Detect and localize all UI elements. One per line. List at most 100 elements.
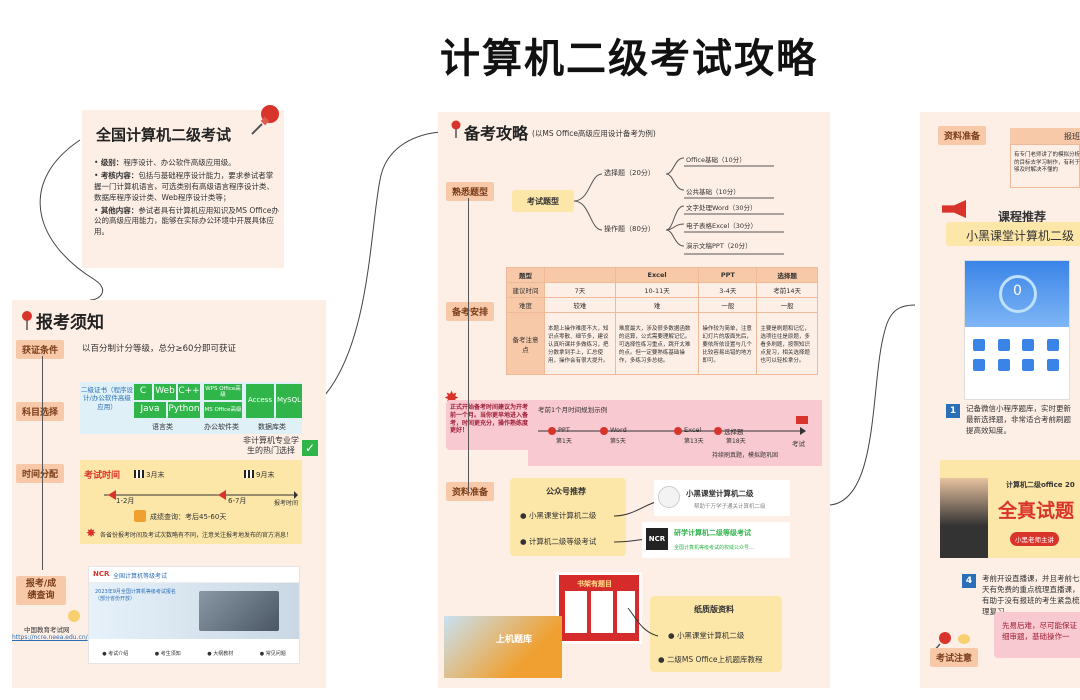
promo-title: 计算机二级office 20: [1006, 481, 1075, 489]
score-query: 成绩查询：考后45-60天: [150, 513, 227, 521]
subject-wps: WPS Office高级: [204, 384, 242, 400]
book-cover: [591, 591, 613, 633]
book-cover: [565, 591, 587, 633]
paper-item: ● 小黑课堂计算机二级: [668, 631, 745, 640]
subject-c: C: [134, 384, 152, 400]
site-screenshot: NCR 全国计算机等级考试 2023年9月全国计算机等级考试报名（部分省份开放）…: [88, 566, 300, 664]
table-header: 题型: [506, 267, 545, 283]
app-grid-icon[interactable]: [997, 339, 1010, 351]
schedule-tag: 备考安排: [446, 302, 495, 321]
choice-item: 公共基础（10分）: [686, 188, 740, 196]
step4-text: 考前开设直播课，并且考前七天有免费的重点梳理直播课，有助于没有报班的考生紧急梳理…: [982, 574, 1080, 616]
site-name: 中国教育考试网: [24, 626, 70, 634]
paper-item: ● 二级MS Office上机题库教程: [658, 655, 763, 664]
alert-burst-icon: ✸: [86, 526, 97, 540]
app-grid-icon[interactable]: [973, 339, 985, 351]
recommend-text: 非计算机专业学生的热门选择: [243, 436, 299, 456]
wechat-title: 公众号推荐: [546, 487, 586, 496]
table-header: 选择题: [756, 267, 818, 283]
step-number: 1: [946, 404, 960, 418]
timeline-title: 考前1个月时间规划示例: [538, 406, 608, 414]
timeline-day: 第5天: [610, 438, 626, 445]
app-grid-icon[interactable]: [1046, 339, 1059, 351]
timeline-label: Word: [610, 426, 627, 434]
material-tag: 资料准备: [446, 482, 495, 501]
notice-box: [994, 612, 1080, 658]
op-item: 电子表格Excel（30分）: [686, 222, 757, 230]
promo-image: 计算机二级office 20 全真试题 小黑老师主讲: [940, 460, 1080, 558]
query-tag: 报考/成绩查询: [16, 576, 66, 606]
site-url[interactable]: https://ncre.neea.edu.cn/: [12, 634, 88, 641]
course-title: 课程推荐: [998, 210, 1047, 224]
card2-sub: 全国计算机等级考试的权威公众号...: [674, 545, 754, 551]
flag-icon: [796, 416, 808, 424]
report-time: 报考时间: [274, 500, 299, 507]
checkmark-icon: ✓: [302, 440, 318, 456]
notice-text: 先易后难，尽可能保证细审题，基础操作一: [1002, 621, 1077, 642]
paper-box: [650, 596, 782, 672]
megaphone-icon: [942, 200, 966, 218]
teacher-photo: [940, 478, 988, 558]
right-material-tag: 资料准备: [938, 126, 987, 145]
subject-access: Access: [246, 384, 274, 418]
time-note: 各省份报考时间及考试次数略有不同，注意关注报考地发布的官方消息！: [100, 532, 293, 539]
book-photo: 书架有题目: [556, 572, 642, 644]
conditions-tag: 获证条件: [16, 340, 65, 359]
registration-title: 报考须知: [36, 313, 104, 333]
app-screenshot: 0: [964, 260, 1070, 400]
material-head-box: [1010, 128, 1080, 144]
site-nav-item[interactable]: ● 大纲教材: [207, 650, 234, 657]
schedule-table: 题型 Excel PPT 选择题 建议时间 7天 10-11天 3-4天 考前1…: [506, 267, 818, 375]
table-header: PPT: [698, 267, 758, 283]
book-title: 书架有题目: [577, 580, 612, 588]
avatar: [658, 486, 680, 508]
site-nav-item[interactable]: ● 考试介绍: [102, 650, 129, 657]
app-grid-icon[interactable]: [973, 359, 985, 371]
app-grid-icon[interactable]: [1046, 359, 1059, 371]
intro-bullet: • 考核内容：包括与基础程序设计能力，要求参试者掌握一门计算机语言，可选类别有高…: [94, 170, 274, 202]
material-text: 有专门老师讲了的模拟分析的目标去学习制作，有利于够及时解决不懂的: [1014, 152, 1080, 174]
book-photo: 上机题库: [444, 616, 562, 678]
cat-office: 办公软件类: [204, 423, 239, 431]
op-item: 文字处理Word（30分）: [686, 204, 757, 212]
app-grid-icon[interactable]: [1022, 359, 1034, 371]
timeline-label: Excel: [684, 426, 702, 434]
site-headline: 2023年9月全国计算机等级考试报名（部分省份开放）: [95, 589, 176, 602]
timeline-marker: [548, 427, 556, 435]
vertical-flow-line: [468, 198, 469, 492]
laptop-photo: [199, 591, 279, 631]
promo-teacher: 小黑老师主讲: [1010, 532, 1059, 546]
site-nav-item[interactable]: ● 考生须知: [154, 650, 181, 657]
wechat-item: ● 计算机二级等级考试: [520, 537, 597, 546]
wechat-item: ● 小黑课堂计算机二级: [520, 511, 597, 520]
choice-item: Office基础（10分）: [686, 156, 746, 164]
app-grid-icon[interactable]: [1022, 339, 1034, 351]
table-header: Excel: [614, 267, 700, 283]
paper-arrows: [627, 607, 659, 637]
map-pin-icon: [22, 311, 32, 330]
subject-python: Python: [168, 402, 200, 418]
pushpin-icon: [251, 105, 279, 135]
account-card[interactable]: NCR 研学计算机二级等级考试 全国计算机等级考试的权威公众号...: [642, 522, 790, 558]
timeline-day: 第18天: [726, 438, 746, 445]
app-score-ring: [999, 275, 1037, 313]
app-grid-icon[interactable]: [997, 359, 1010, 371]
paper-title: 纸质版资料: [694, 605, 734, 614]
time-axis: [104, 490, 298, 500]
jan-feb: 1-2月: [116, 497, 135, 505]
table-row: 难度 较难 难 一般 一般: [506, 297, 818, 313]
prep-subtitle: (以MS Office高级应用设计备考为例): [532, 129, 656, 138]
site-nav-item[interactable]: ● 常见问题: [259, 650, 286, 657]
subject-cpp: C++: [178, 384, 200, 400]
timeline-label: PPT: [558, 426, 570, 434]
wechat-box: [510, 478, 626, 556]
card1-title: 小黑课堂计算机二级: [686, 489, 754, 498]
registration-panel: 报考须知 获证条件 以百分制计分等级，总分≥60分即可获证 科目选择 二级证书（…: [12, 300, 326, 688]
timeline-label: 选择题: [724, 428, 744, 436]
map-pin-icon: [451, 120, 461, 138]
types-tree-lines: [574, 157, 784, 255]
account-card[interactable]: 小黑课堂计算机二级 帮助千万学子通关计算机二级: [654, 480, 790, 516]
time-tag: 时间分配: [16, 464, 65, 483]
intro-bullet: • 级别：程序设计、办公软件高级应用级。: [94, 158, 236, 167]
timeline-marker: [674, 427, 682, 435]
